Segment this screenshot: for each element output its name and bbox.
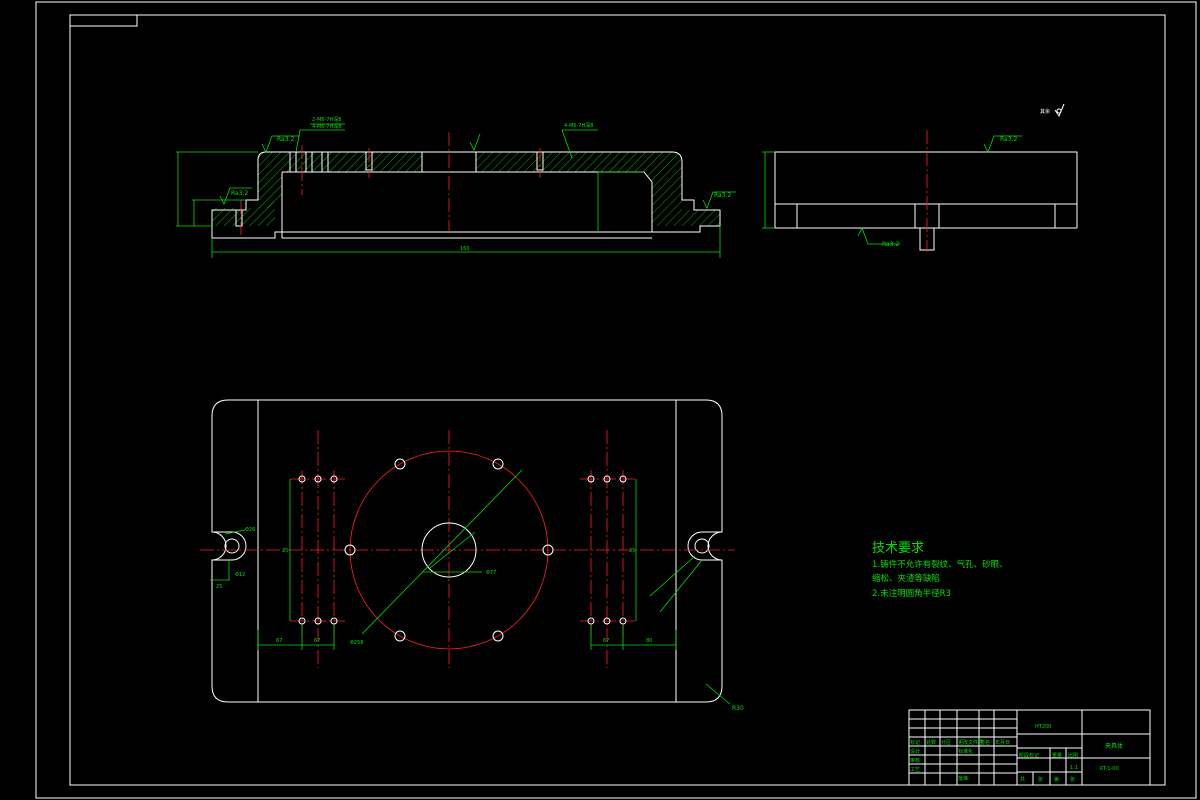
label-change-doc: 更改文件号 xyxy=(958,739,983,746)
header-scale: 比例 xyxy=(1068,752,1078,759)
label-count: 处数 xyxy=(926,739,936,746)
material: HT200 xyxy=(1035,724,1051,730)
outer-frame xyxy=(35,1,1197,799)
header-weight: 重量 xyxy=(1052,752,1062,759)
tech-line-3: 2.未注明圆角半径R3 xyxy=(872,588,951,599)
role-review: 审核 xyxy=(910,757,920,764)
side-view: Ra3.2 Ra3.2 其余 xyxy=(762,103,1078,252)
top-left-box xyxy=(69,14,138,27)
bottom-no: 第 xyxy=(1054,776,1059,783)
role-standard: 标准化 xyxy=(958,748,973,755)
slot-offset-dim: Φ12 xyxy=(235,572,245,578)
overall-length-dim: 160 xyxy=(460,246,470,252)
tech-line-1: 1.铸件不允许有裂纹、气孔、砂眼、 xyxy=(872,559,1008,570)
slot-depth-dim: 25 xyxy=(216,584,222,590)
slot-width-dim: Φ26 xyxy=(245,527,255,533)
corner-radius-dim: R30 xyxy=(732,705,744,712)
tech-title: 技术要求 xyxy=(872,541,924,556)
label-sign: 签名 xyxy=(980,739,990,746)
bottom-total: 共 xyxy=(1020,776,1025,783)
label-date: 年月日 xyxy=(995,739,1010,746)
ra-side-bottom: Ra3.2 xyxy=(882,241,899,248)
left-spacing-1: 67 xyxy=(276,638,282,644)
role-process: 工艺 xyxy=(910,767,920,773)
role-approve: 批准 xyxy=(958,775,968,782)
tech-requirements: 技术要求 1.铸件不允许有裂纹、气孔、砂眼、 缩松、夹渣等缺陷 2.未注明圆角半… xyxy=(872,541,1008,599)
drawing-number: KT-1-00 xyxy=(1100,766,1119,772)
tech-line-2: 缩松、夹渣等缺陷 xyxy=(872,573,940,584)
ra-side-top: Ra3.2 xyxy=(1000,136,1017,143)
other-surfaces-label: 其余 xyxy=(1040,108,1050,115)
hole-note-1: 2-M6-7H深8 xyxy=(312,116,341,123)
right-spacing-1: 67 xyxy=(603,638,609,644)
dia-hole-dim: Φ77 xyxy=(486,570,496,576)
bottom-sheet-2: 张 xyxy=(1070,776,1075,783)
ra-right-step: Ra3.2 xyxy=(714,192,731,199)
ra-left-step: Ra3.2 xyxy=(231,190,248,197)
dia-circle-dim: Φ258 xyxy=(350,640,363,646)
part-name: 夹具体 xyxy=(1105,742,1123,750)
ra-left-top: Ra3.2 xyxy=(277,136,294,143)
role-design: 设计 xyxy=(910,748,920,755)
label-mark: 标记 xyxy=(910,739,920,746)
hole-note-2: 4-M6-7H深8 xyxy=(312,123,341,130)
left-vertical-dim: 25 xyxy=(282,548,288,554)
right-vertical-dim: 25 xyxy=(629,548,635,554)
top-view: 25 25 67 67 67 80 Φ77 Φ258 Φ26 Φ12 25 R3 xyxy=(200,399,744,712)
bottom-sheet: 张 xyxy=(1038,776,1043,783)
title-block: 标记 处数 分区 更改文件号 签名 年月日 设计 标准化 审核 工艺 批准 HT… xyxy=(908,709,1151,786)
front-section-view: 160 2-M6-7H深8 4-M6-7H深8 4-M6-7H深8 Ra3.2 … xyxy=(176,116,736,258)
scale-value: 1:1 xyxy=(1070,765,1078,771)
label-zone: 分区 xyxy=(941,739,951,746)
hole-note-right: 4-M6-7H深8 xyxy=(564,122,593,129)
inner-frame xyxy=(69,14,1166,786)
right-spacing-2: 80 xyxy=(646,638,652,644)
header-stage: 阶段标记 xyxy=(1019,752,1039,759)
left-spacing-2: 67 xyxy=(314,638,320,644)
